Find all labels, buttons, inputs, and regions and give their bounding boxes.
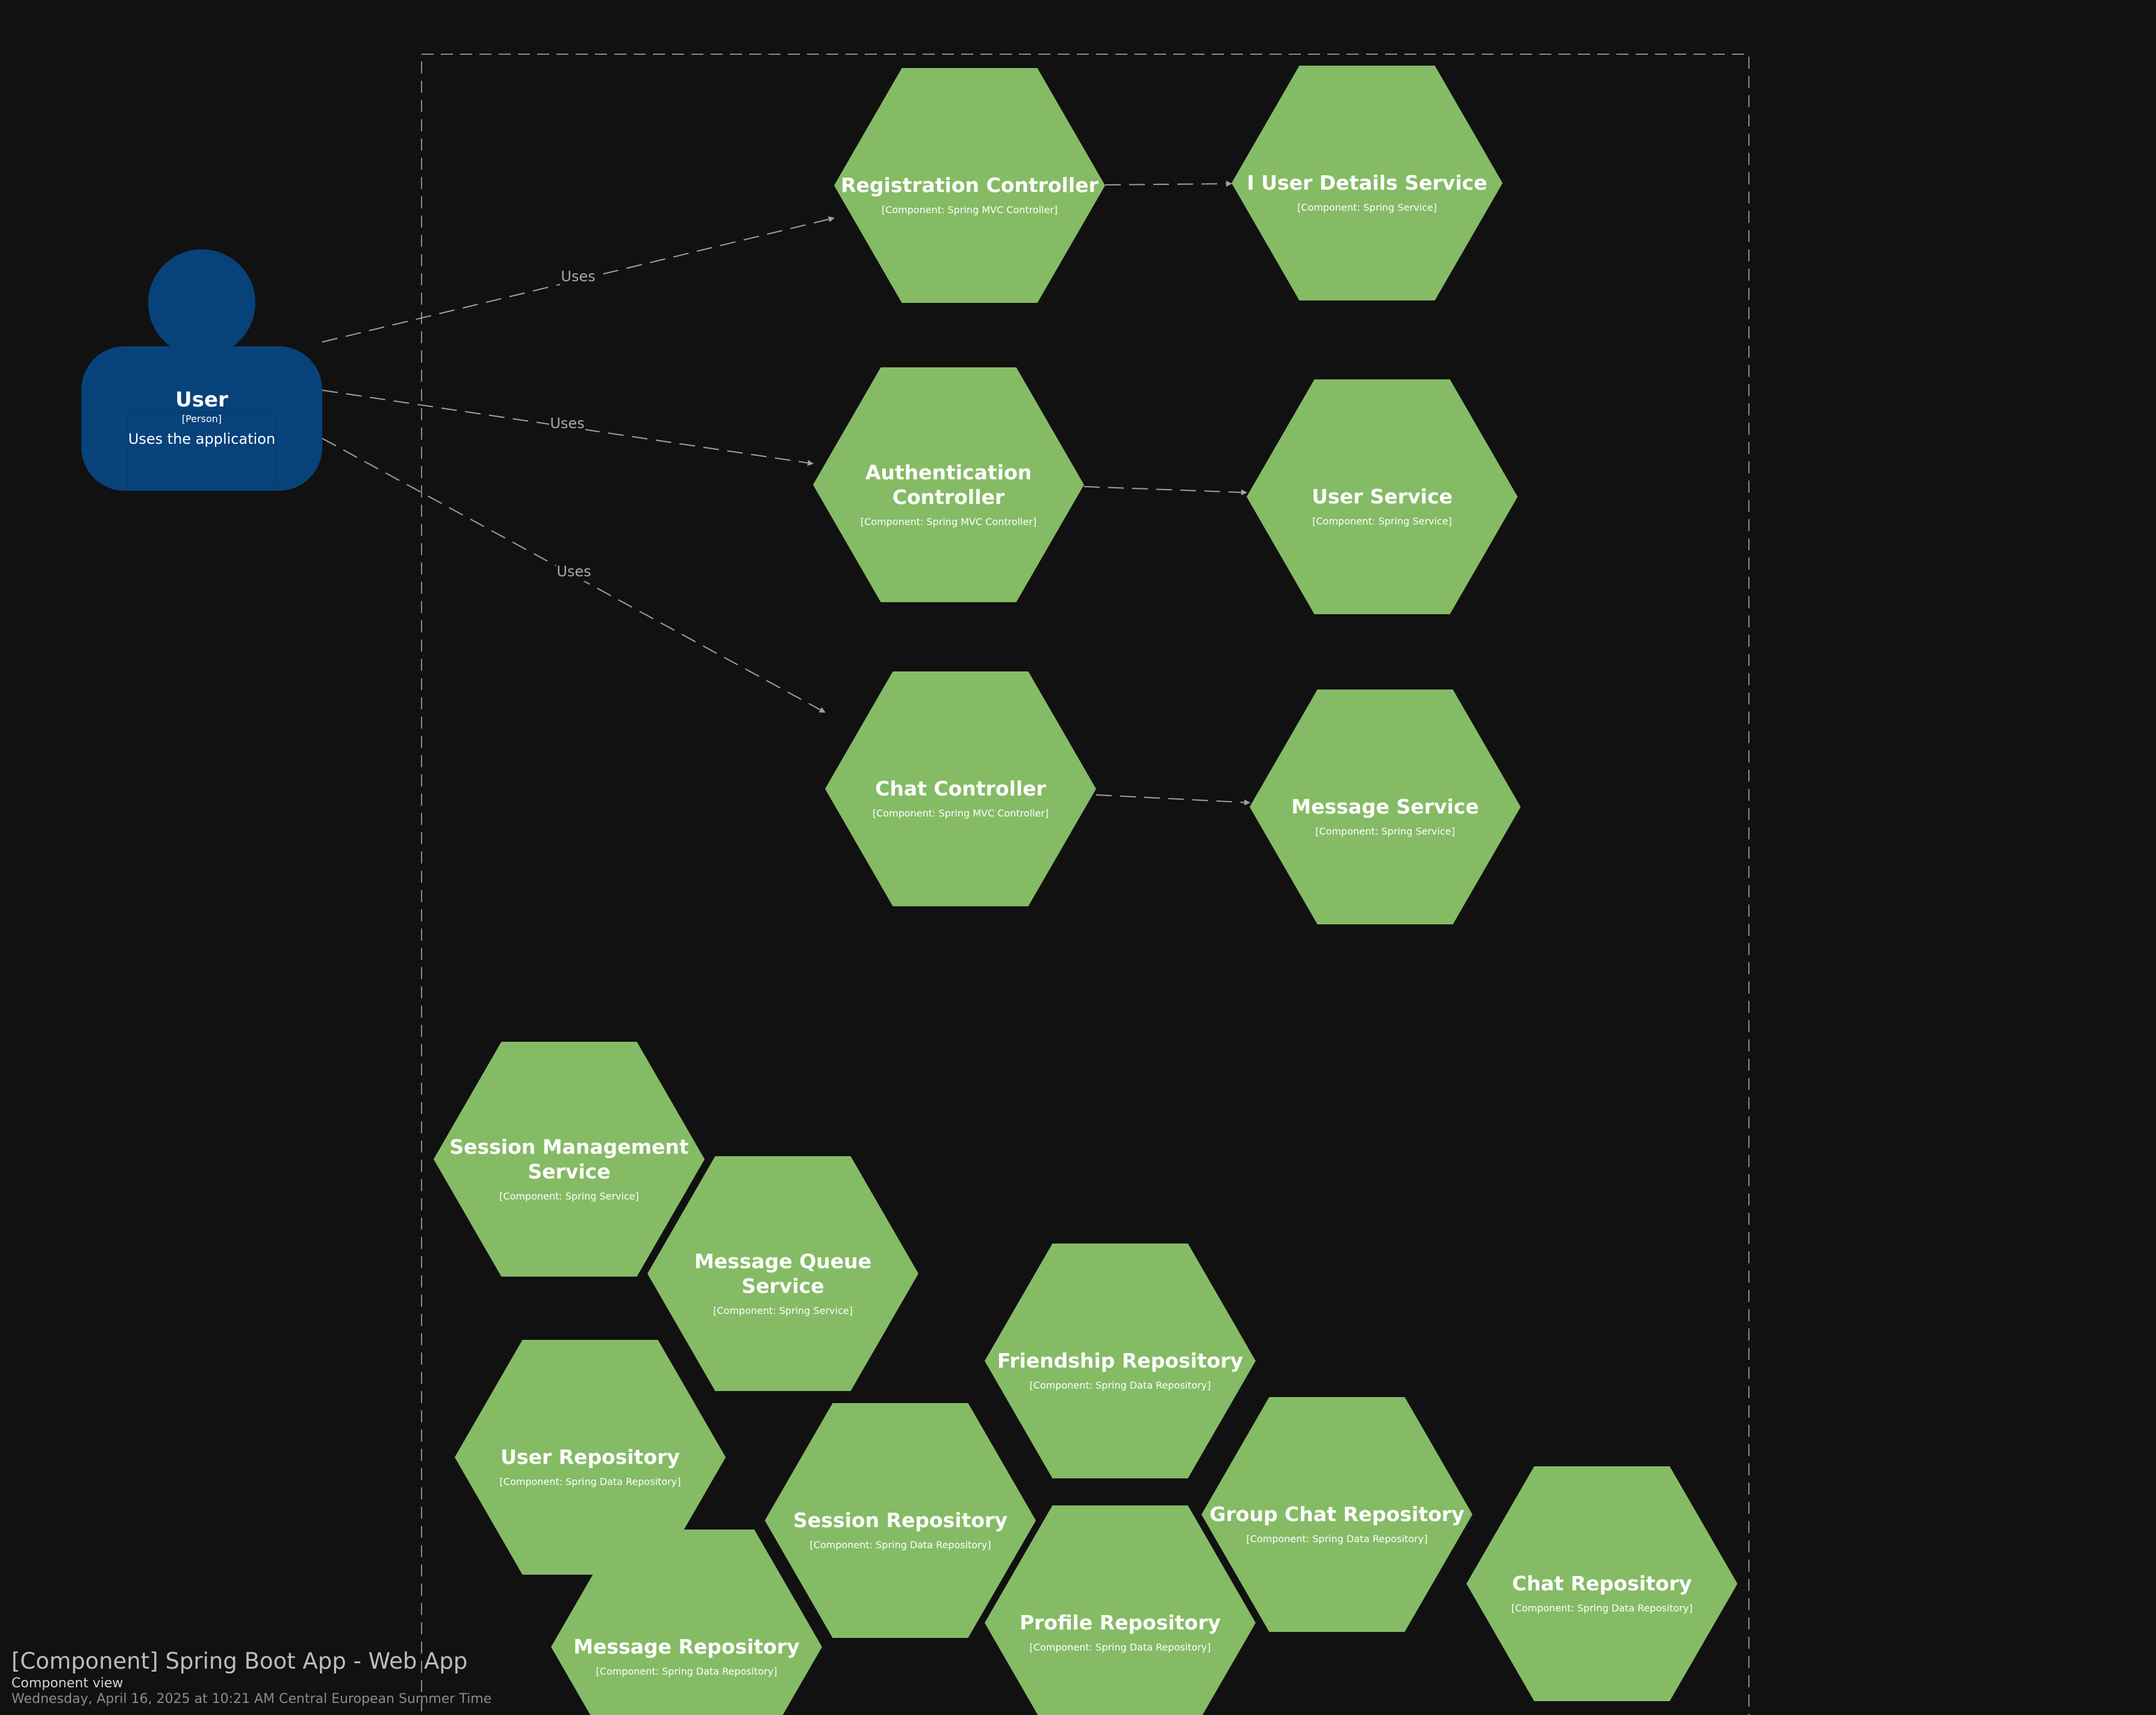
edge-chat-controller-to-message-service xyxy=(1095,794,1250,806)
user-name: User xyxy=(175,388,228,412)
edge-label-background xyxy=(549,416,585,433)
edge-label-background xyxy=(560,269,596,286)
user-description: Uses the application xyxy=(128,431,275,447)
edge-user-to-chat-controller: Uses xyxy=(322,438,826,713)
i-user-details-service-title: I User Details Service xyxy=(1247,171,1487,195)
session-repository-technology: [Component: Spring Data Repository] xyxy=(810,1539,991,1551)
session-management-service-title: Service xyxy=(528,1160,610,1183)
chat-controller-technology: [Component: Spring MVC Controller] xyxy=(873,808,1048,819)
message-queue-service-title: Service xyxy=(741,1274,824,1298)
group-chat-repository-title: Group Chat Repository xyxy=(1209,1502,1464,1526)
friendship-repository[interactable]: Friendship Repository [Component: Spring … xyxy=(985,1243,1256,1478)
edge-registration-controller-to-i-user-details-service xyxy=(1104,181,1232,187)
authentication-controller-title: Controller xyxy=(893,485,1005,509)
registration-controller[interactable]: Registration Controller [Component: Sprin… xyxy=(834,68,1105,303)
edge-authentication-controller-to-user-service xyxy=(1083,486,1247,496)
user-person-body xyxy=(81,346,322,491)
profile-repository[interactable]: Profile Repository [Component: Spring Dat… xyxy=(985,1505,1256,1715)
chat-repository-technology: [Component: Spring Data Repository] xyxy=(1512,1602,1693,1614)
message-service-hexagon xyxy=(1250,689,1521,924)
user-service-technology: [Component: Spring Service] xyxy=(1312,515,1452,527)
components-layer: Registration Controller [Component: Sprin… xyxy=(434,66,1737,1715)
edge-label: Uses xyxy=(561,268,595,285)
friendship-repository-title: Friendship Repository xyxy=(997,1349,1243,1372)
user-person-inner-outline xyxy=(127,412,276,488)
message-service-title: Message Service xyxy=(1291,795,1478,818)
edge-user-to-registration-controller: Uses xyxy=(322,216,835,343)
authentication-controller-hexagon xyxy=(813,367,1084,602)
user-repository-technology: [Component: Spring Data Repository] xyxy=(500,1476,681,1487)
i-user-details-service-hexagon xyxy=(1232,66,1503,300)
user-repository[interactable]: User Repository [Component: Spring Data R… xyxy=(455,1340,726,1575)
container-boundary xyxy=(421,54,1749,1715)
user-repository-hexagon xyxy=(455,1340,726,1575)
user-service[interactable]: User Service [Component: Spring Service] xyxy=(1247,379,1518,614)
authentication-controller-title: Authentication xyxy=(865,461,1032,484)
chat-repository-title: Chat Repository xyxy=(1512,1572,1692,1595)
edge-label-background xyxy=(556,564,592,581)
authentication-controller-technology: [Component: Spring MVC Controller] xyxy=(861,516,1036,528)
session-repository-hexagon xyxy=(765,1403,1036,1638)
message-repository-title: Message Repository xyxy=(573,1635,800,1658)
group-chat-repository[interactable]: Group Chat Repository [Component: Spring … xyxy=(1201,1397,1472,1632)
user-service-hexagon xyxy=(1247,379,1518,614)
i-user-details-service[interactable]: I User Details Service [Component: Spring… xyxy=(1232,66,1503,300)
chat-controller-hexagon xyxy=(825,671,1096,906)
profile-repository-hexagon xyxy=(985,1505,1256,1715)
registration-controller-technology: [Component: Spring MVC Controller] xyxy=(882,204,1058,216)
chat-repository-hexagon xyxy=(1466,1466,1737,1701)
session-management-service-hexagon xyxy=(434,1042,705,1277)
profile-repository-title: Profile Repository xyxy=(1020,1611,1221,1634)
message-service[interactable]: Message Service [Component: Spring Servic… xyxy=(1250,689,1521,924)
friendship-repository-technology: [Component: Spring Data Repository] xyxy=(1030,1380,1211,1391)
diagram-footer: [Component] Spring Boot App - Web App Co… xyxy=(11,1647,492,1715)
message-repository[interactable]: Message Repository [Component: Spring Dat… xyxy=(551,1530,822,1715)
edge-line xyxy=(1095,794,1250,806)
session-repository[interactable]: Session Repository [Component: Spring Dat… xyxy=(765,1403,1036,1638)
chat-controller[interactable]: Chat Controller [Component: Spring MVC Co… xyxy=(825,671,1096,906)
user-type: [Person] xyxy=(182,413,222,425)
edge-line xyxy=(1104,181,1232,187)
diagram-view-type: Component view xyxy=(11,1676,123,1691)
message-queue-service-technology: [Component: Spring Service] xyxy=(713,1305,853,1316)
chat-repository[interactable]: Chat Repository [Component: Spring Data R… xyxy=(1466,1466,1737,1701)
registration-controller-hexagon xyxy=(834,68,1105,303)
message-queue-service-hexagon xyxy=(647,1156,918,1391)
profile-repository-technology: [Component: Spring Data Repository] xyxy=(1030,1642,1211,1653)
user-repository-title: User Repository xyxy=(500,1445,680,1469)
user-person-head xyxy=(148,249,255,356)
edge-label: Uses xyxy=(556,563,591,580)
group-chat-repository-technology: [Component: Spring Data Repository] xyxy=(1247,1533,1428,1545)
edge-user-to-authentication-controller: Uses xyxy=(322,390,814,466)
registration-controller-title: Registration Controller xyxy=(841,173,1099,197)
edge-line xyxy=(322,216,835,343)
message-service-technology: [Component: Spring Service] xyxy=(1315,826,1455,837)
i-user-details-service-technology: [Component: Spring Service] xyxy=(1297,202,1437,213)
group-chat-repository-hexagon xyxy=(1201,1397,1472,1632)
user-service-title: User Service xyxy=(1312,485,1453,508)
user-person[interactable]: User [Person] Uses the application xyxy=(81,249,322,491)
message-queue-service-title: Message Queue xyxy=(694,1250,871,1273)
message-repository-technology: [Component: Spring Data Repository] xyxy=(596,1666,777,1677)
friendship-repository-hexagon xyxy=(985,1243,1256,1478)
diagram-timestamp: Wednesday, April 16, 2025 at 10:21 AM Ce… xyxy=(11,1692,492,1707)
edge-label: Uses xyxy=(550,415,584,432)
session-management-service-title: Session Management xyxy=(449,1135,689,1159)
message-repository-hexagon xyxy=(551,1530,822,1715)
edge-line xyxy=(1083,486,1247,496)
session-repository-title: Session Repository xyxy=(793,1508,1008,1532)
chat-controller-title: Chat Controller xyxy=(875,777,1046,800)
diagram-title: [Component] Spring Boot App - Web App xyxy=(11,1648,468,1674)
session-management-service-technology: [Component: Spring Service] xyxy=(499,1191,639,1202)
